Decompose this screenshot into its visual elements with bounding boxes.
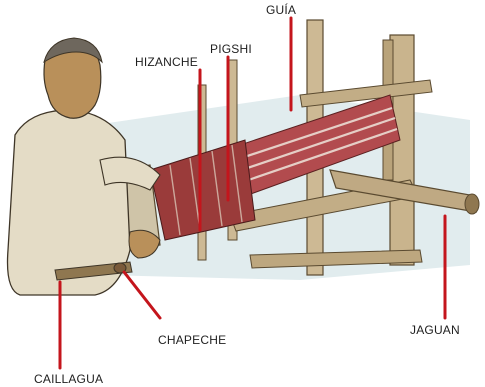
label-jaguan: JAGUAN <box>410 323 460 337</box>
leader-line-chapeche <box>124 272 160 318</box>
jaguan-beam-end <box>465 194 479 214</box>
label-chapeche: CHAPECHE <box>158 333 226 347</box>
label-pigshi: PIGSHI <box>210 42 252 56</box>
label-hizanche: HIZANCHE <box>135 55 198 69</box>
label-guia: GUÍA <box>266 3 296 17</box>
right-post <box>390 35 414 265</box>
label-caillagua: CAILLAGUA <box>34 372 103 386</box>
